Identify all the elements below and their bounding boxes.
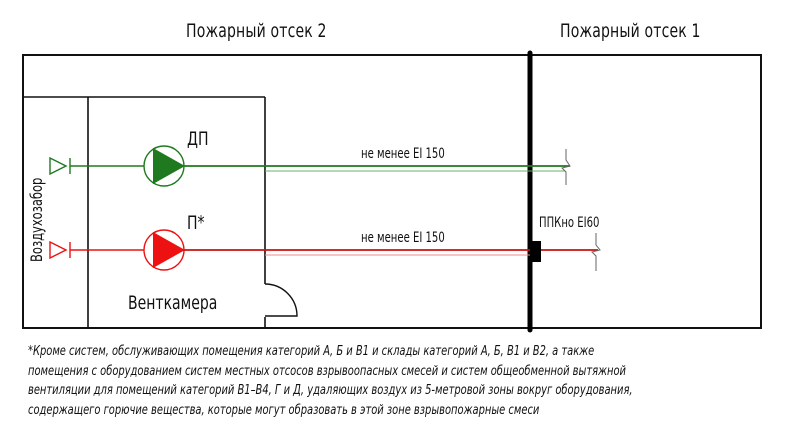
fan-label-p: П* [187, 212, 205, 234]
footnote-line: помещения с оборудованием систем местных… [28, 363, 626, 379]
footnote: *Кроме систем, обслуживающих помещения к… [28, 342, 752, 420]
air-intake-label: Воздухозабор [27, 177, 46, 262]
footnote-line: *Кроме систем, обслуживающих помещения к… [28, 344, 595, 359]
door-swing-icon [264, 283, 298, 317]
air-grille-icon [49, 156, 68, 176]
duct-rating-dp: не менее EI 150 [361, 146, 445, 162]
fire-damper-label: ППКно EI60 [539, 215, 600, 231]
smoke-exhaust-system-dp [49, 145, 571, 187]
break-line-icon [591, 233, 601, 271]
compartment-2-title: Пожарный отсек 2 [186, 20, 327, 42]
compartment-1-title: Пожарный отсек 1 [560, 20, 701, 42]
supply-system-p [49, 229, 601, 271]
air-grille-icon [49, 240, 68, 260]
air-intake-label-wrap: Воздухозабор [27, 142, 46, 262]
vent-room-label: Венткамера [128, 292, 218, 314]
fan-label-dp: ДП [187, 128, 209, 150]
fire-damper-icon [530, 241, 541, 262]
duct-rating-p: не менее EI 150 [361, 230, 445, 246]
break-line-icon [561, 149, 571, 185]
footnote-line: содержащего горючие вещества, которые мо… [28, 402, 540, 418]
footnote-line: вентиляции для помещений категорий В1–В4… [28, 383, 633, 398]
building-outline [22, 54, 762, 329]
